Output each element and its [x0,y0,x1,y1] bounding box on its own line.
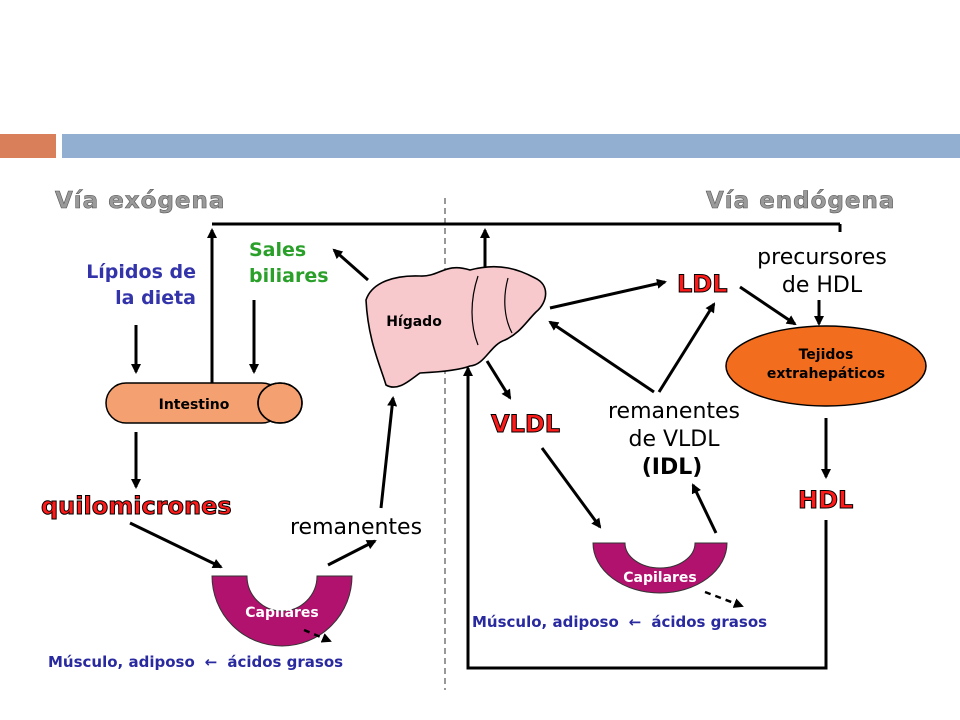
intestine-label: Intestino [159,397,230,413]
exogenous-pathway-title: Vía exógena [55,188,225,214]
endogenous-pathway-title: Vía endógena [706,188,895,214]
vldl-remnants-line1: remanentes [608,399,740,424]
ldl-to-tissues-arrow [739,285,797,326]
capillaries-left-label: Capilares [245,605,319,621]
capillaries-right-fatty-acid-arrow [704,590,744,608]
tissues-line2: extrahepáticos [767,366,885,382]
vldl-label: VLDL [491,410,560,438]
capillaries-left-fatty-acid-arrow [303,628,332,643]
capillaries-right-shape [592,542,728,594]
bile-salts-line1: Sales [249,239,306,261]
chylomicrons-label: quilomicrones [41,492,232,520]
ldl-label: LDL [677,270,728,298]
muscle-adipose-right: Músculo, adiposo←ácidos grasos [472,613,767,631]
idl-to-ldl-arrow [657,302,716,393]
liver-label: Hígado [386,314,442,330]
hdl-precursors-line2: de HDL [782,273,863,298]
hdl-precursors-line1: precursores [757,245,887,270]
muscle-adipose-left: Músculo, adiposo←ácidos grasos [48,653,343,671]
capillaries-to-idl-arrow [691,483,718,534]
liver-to-ldl-arrow [549,278,667,310]
idl-to-liver-arrow [548,320,655,394]
vldl-to-capillaries-arrow [540,447,602,529]
dietary-lipids-line1: Lípidos de [86,261,196,283]
capillaries-left-shape [211,575,353,647]
liver-to-bile-arrow [332,248,369,282]
title-bar-accent-blue [62,134,960,158]
dietary-lipids-line2: la dieta [115,287,196,309]
title-bar-accent-orange [0,134,56,158]
capillaries-to-remnants-arrow [327,539,377,567]
hdl-return-to-liver-arrow [463,366,828,670]
chylomicrons-to-capillaries-arrow [129,521,223,569]
capillaries-right-label: Capilares [623,570,697,586]
hdl-label: HDL [798,486,853,514]
remnants-to-liver-arrow [379,396,398,509]
idl-label: (IDL) [642,455,703,480]
vldl-remnants-line2: de VLDL [629,427,721,452]
extrahepatic-tissues-shape [725,325,927,407]
bile-salts-line2: biliares [249,265,329,287]
liver-to-vldl-arrow [485,360,512,400]
liver-shape [365,265,547,388]
tissues-line1: Tejidos [799,347,854,363]
intestine-shape [105,382,303,424]
remnants-label: remanentes [290,515,422,540]
